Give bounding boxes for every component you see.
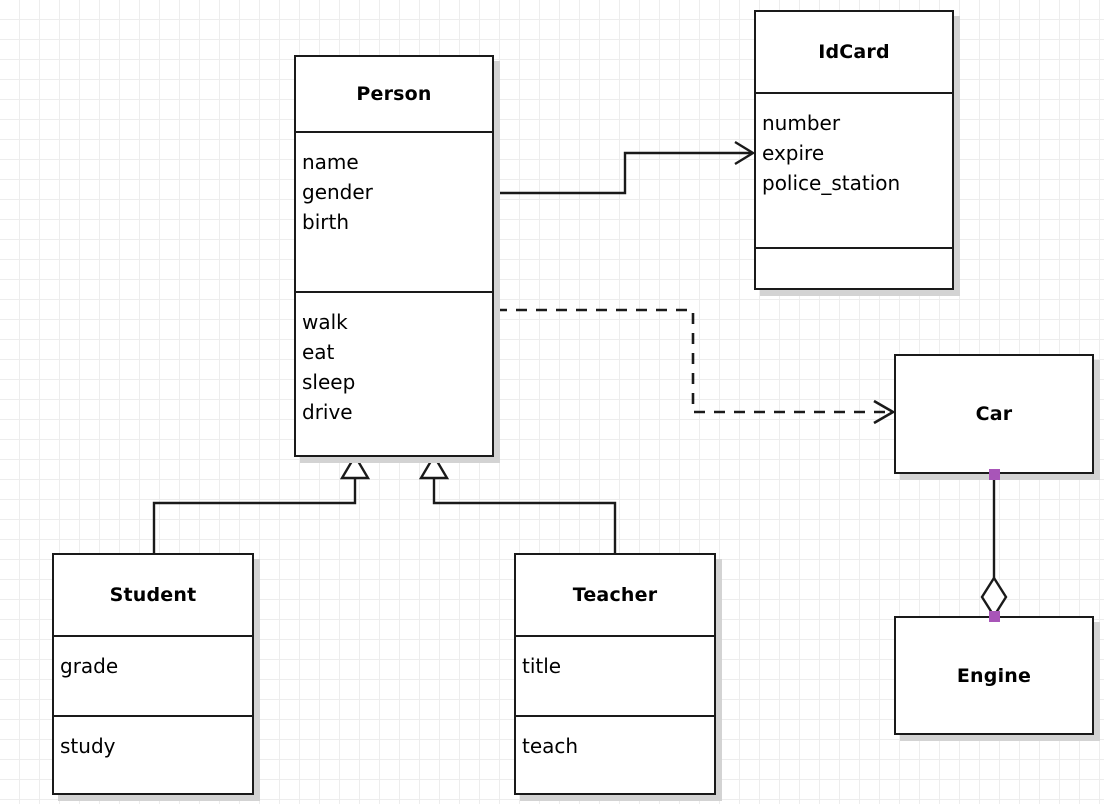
edge-person-car[interactable] (496, 308, 896, 425)
attribute: gender (302, 180, 373, 204)
attribute: police_station (762, 171, 901, 195)
edge-handle-car-end[interactable] (989, 469, 1000, 480)
class-box-engine[interactable]: Engine (894, 616, 1094, 735)
class-title-engine: Engine (956, 664, 1032, 687)
class-box-car[interactable]: Car (894, 354, 1094, 474)
attribute: title (522, 654, 562, 678)
attribute: grade (60, 654, 119, 678)
class-attributes-student: grade (54, 635, 252, 715)
attribute: birth (302, 210, 349, 234)
class-methods-student: study (54, 715, 252, 793)
attribute: name (302, 150, 359, 174)
edge-handle-engine-end[interactable] (989, 611, 1000, 622)
method: walk (302, 310, 348, 334)
edge-person-idcard[interactable] (494, 140, 756, 195)
class-methods-teacher: teach (516, 715, 714, 793)
class-title-teacher: Teacher (572, 584, 658, 606)
class-methods-person: walk eat sleep drive (296, 291, 492, 455)
method: eat (302, 340, 335, 364)
class-title-idcard: IdCard (818, 41, 890, 63)
attribute: number (762, 111, 841, 135)
attribute: expire (762, 141, 825, 165)
class-box-idcard[interactable]: IdCard number expire police_station (754, 10, 954, 290)
class-attributes-teacher: title (516, 635, 714, 715)
method: study (60, 734, 116, 758)
class-methods-idcard (756, 247, 952, 288)
method: sleep (302, 370, 356, 394)
class-title-student: Student (109, 584, 197, 606)
method: drive (302, 400, 353, 424)
edge-student-person[interactable] (152, 453, 371, 553)
class-box-teacher[interactable]: Teacher title teach (514, 553, 716, 795)
edge-car-engine[interactable] (980, 474, 1008, 619)
class-title-person: Person (356, 83, 432, 105)
method: teach (522, 734, 579, 758)
class-box-student[interactable]: Student grade study (52, 553, 254, 795)
class-title-car: Car (975, 403, 1013, 425)
class-box-person[interactable]: Person name gender birth walk eat sleep … (294, 55, 494, 457)
edge-teacher-person[interactable] (418, 453, 617, 553)
class-attributes-person: name gender birth (296, 131, 492, 291)
class-attributes-idcard: number expire police_station (756, 92, 952, 247)
